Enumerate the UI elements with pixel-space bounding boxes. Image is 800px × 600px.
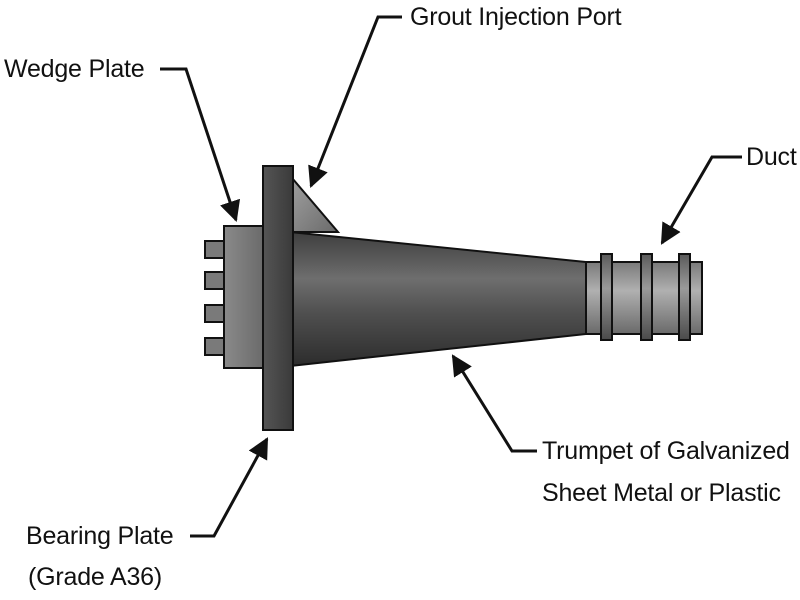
- wedge-bolt: [204, 304, 225, 323]
- leader-duct: [660, 155, 742, 245]
- label-wedge-plate: Wedge Plate: [4, 55, 145, 83]
- wedge-bolt: [204, 337, 225, 356]
- wedge-bolt: [204, 240, 225, 259]
- label-bearing-plate-line1: Bearing Plate: [26, 522, 174, 550]
- leader-wedge-plate: [160, 67, 241, 222]
- bearing-plate: [262, 165, 294, 431]
- label-grout-injection-port: Grout Injection Port: [410, 3, 622, 31]
- label-duct: Duct: [746, 143, 797, 171]
- trumpet: [289, 230, 587, 368]
- leader-grout-port: [308, 15, 402, 188]
- duct-rib: [640, 253, 653, 341]
- wedge-bolt: [204, 271, 225, 290]
- wedge-bolts: [204, 240, 225, 356]
- grout-injection-port: [291, 175, 341, 233]
- leader-bearing-plate: [190, 437, 269, 538]
- label-bearing-plate-line2: (Grade A36): [28, 563, 162, 591]
- duct-rib: [678, 253, 691, 341]
- label-trumpet-line1: Trumpet of Galvanized: [542, 437, 790, 465]
- duct: [585, 253, 703, 341]
- duct-rib: [600, 253, 613, 341]
- wedge-plate: [223, 225, 265, 369]
- label-trumpet-line2: Sheet Metal or Plastic: [542, 479, 781, 507]
- leader-trumpet: [451, 354, 537, 453]
